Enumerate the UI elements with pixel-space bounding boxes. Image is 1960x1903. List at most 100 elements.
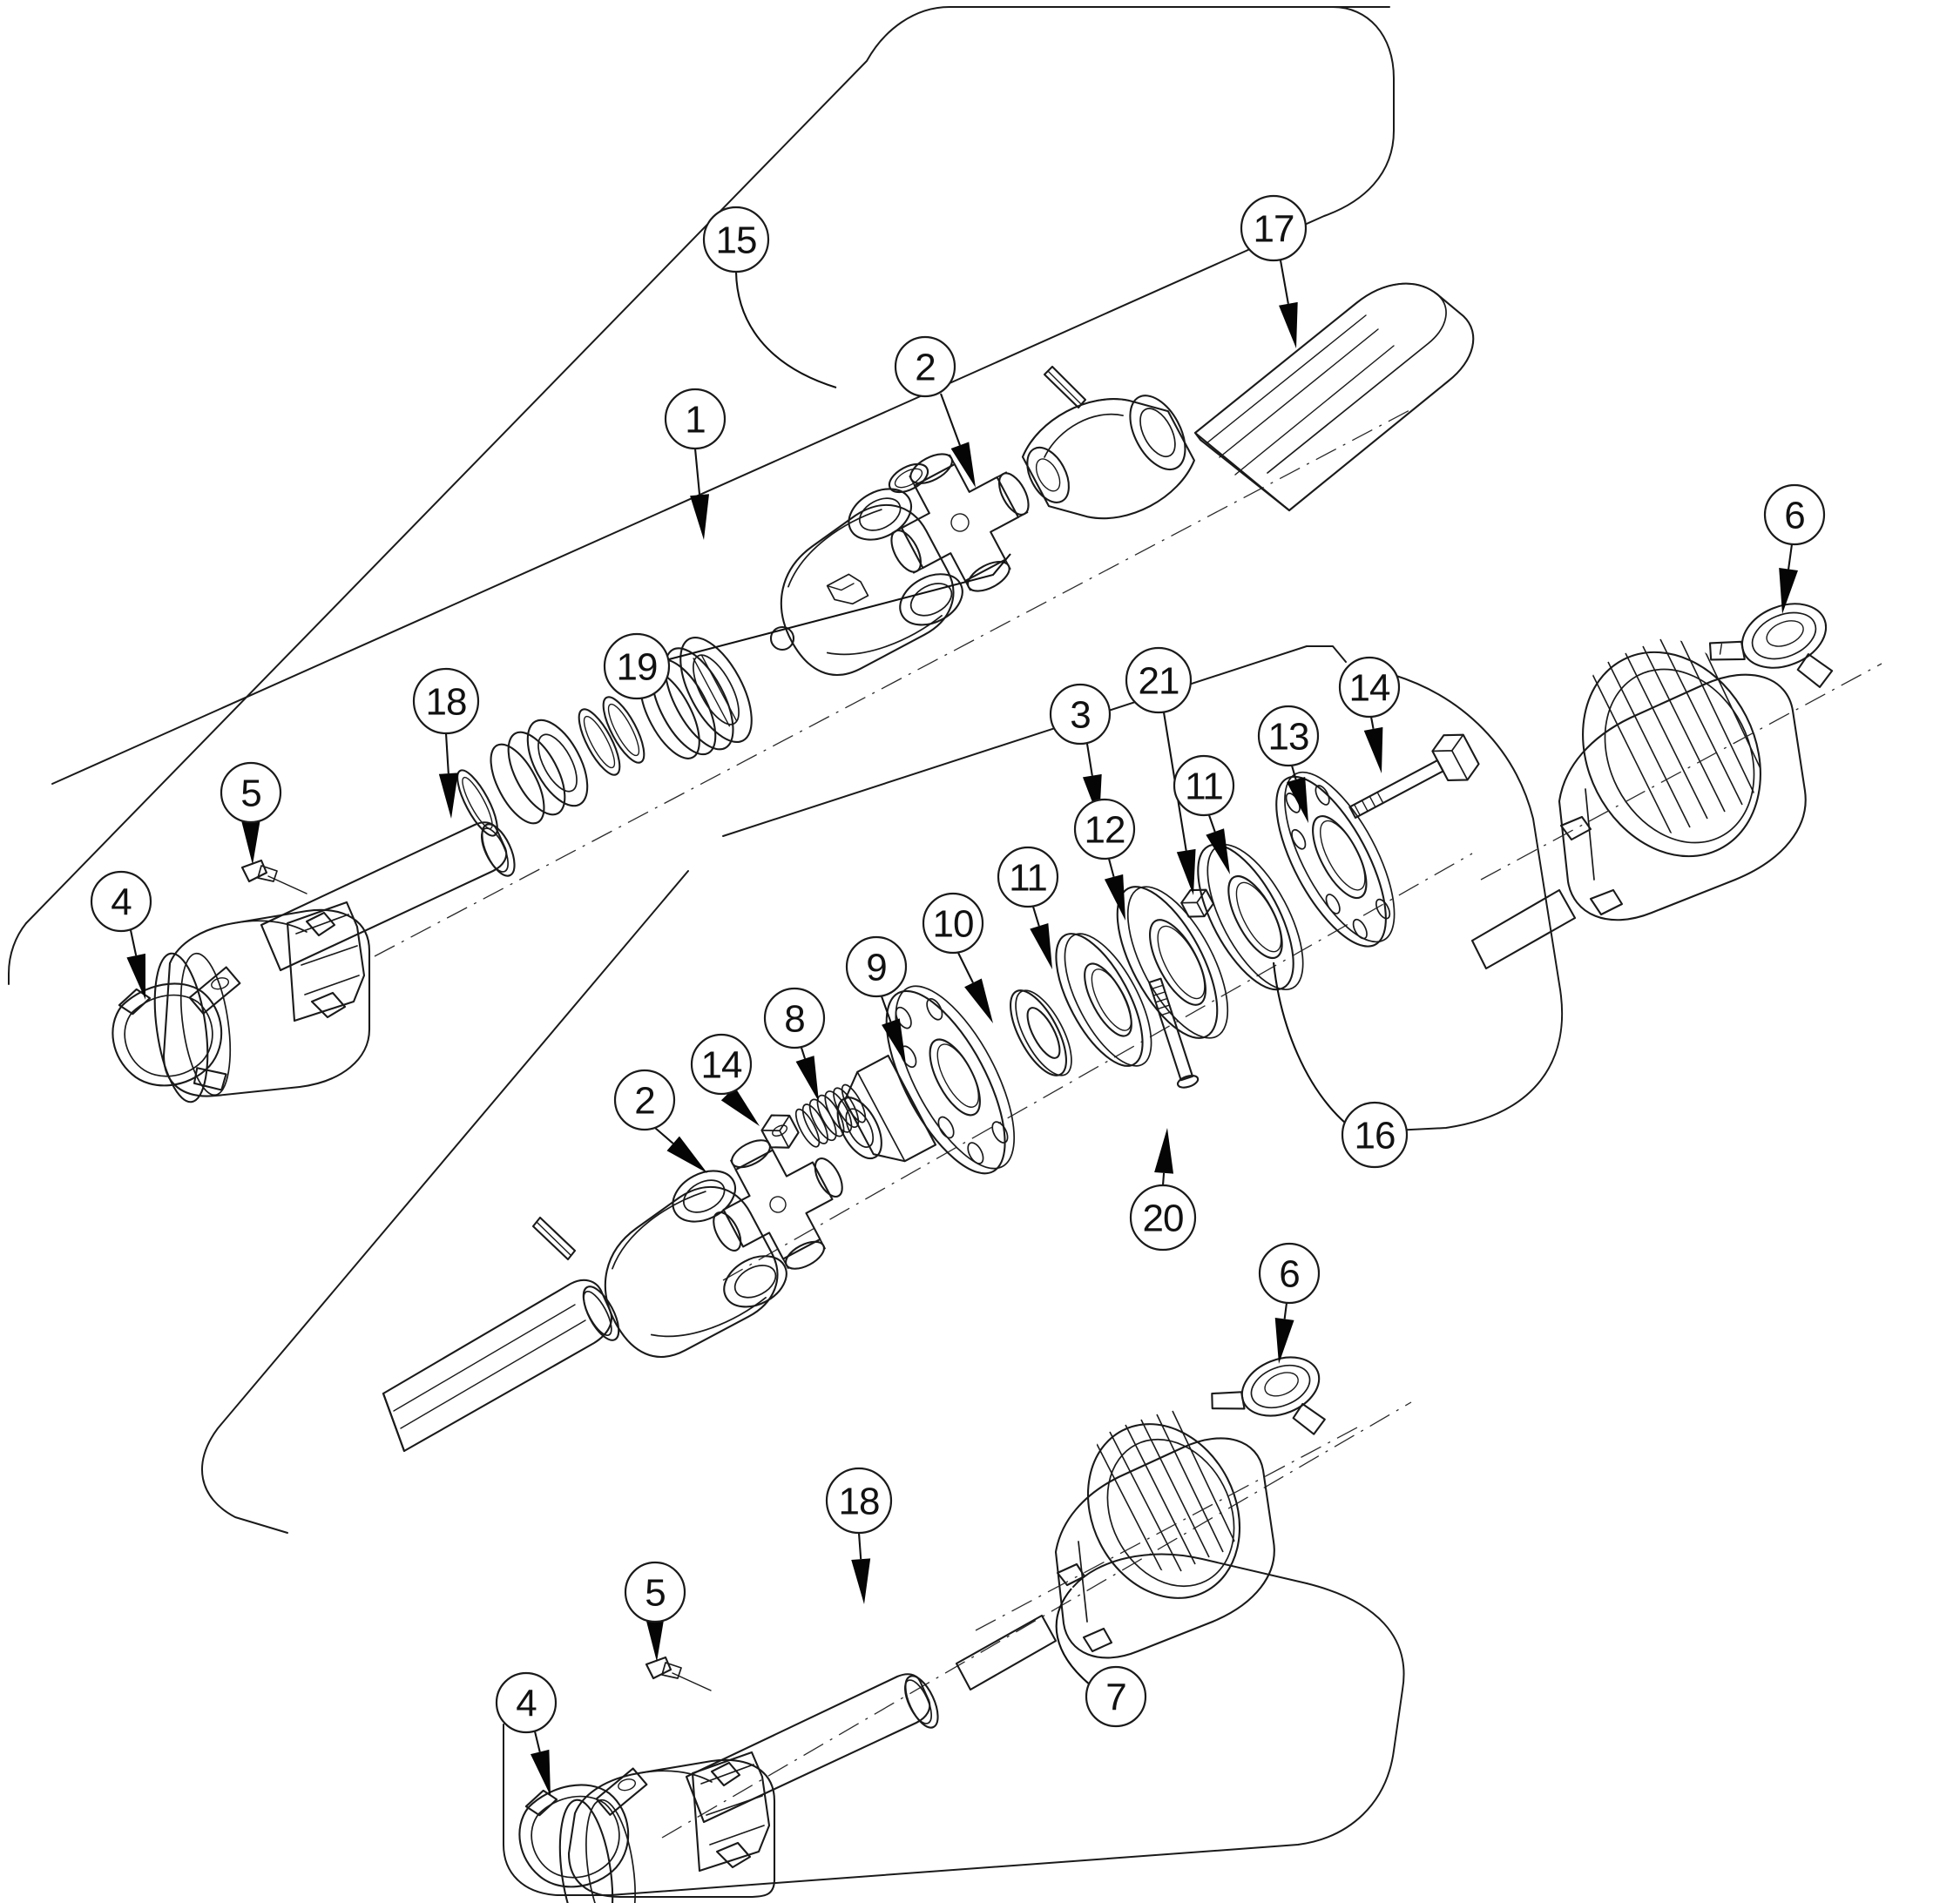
balloon-number: 16 [1355,1115,1396,1157]
callout-balloon-5[interactable]: 5 [624,1561,686,1662]
callout-balloon-9[interactable]: 9 [845,935,908,1064]
balloon-number: 12 [1085,809,1125,852]
balloon-circle [624,1561,686,1623]
balloon-number: 17 [1254,208,1294,251]
balloon-circle [1240,194,1308,262]
part-6-bearing-ring-clip-upper [1708,603,1834,688]
balloon-circle [1173,754,1235,817]
balloon-circle [1049,683,1112,746]
part-10-thin-washer [1010,989,1072,1076]
callout-balloon-7[interactable]: 7 [1055,1588,1147,1728]
part-guard-cone-upper-right [1480,630,1882,921]
balloon-circle [894,335,956,398]
balloon-number: 2 [634,1080,654,1123]
part-upper-shaft-tube [1470,888,1577,970]
callout-balloon-1[interactable]: 1 [664,388,727,540]
callout-balloon-16[interactable]: 16 [1272,962,1409,1169]
callout-balloon-20[interactable]: 20 [1129,1128,1197,1252]
part-lower-shaft-tube [955,1614,1058,1691]
balloon-number: 7 [1105,1677,1125,1719]
balloon-number: 11 [1185,766,1223,808]
balloon-number: 3 [1070,694,1090,737]
balloon-number: 2 [915,347,935,389]
balloon-circle [1125,646,1193,714]
callout-balloon-3[interactable]: 3 [1049,683,1112,820]
balloon-number: 20 [1143,1198,1184,1240]
balloon-number: 15 [716,219,757,262]
callout-balloon-15[interactable]: 15 [702,206,837,389]
middle-assembly-boundary [201,645,1564,1534]
callout-balloon-14[interactable]: 14 [690,1033,760,1126]
part-5-screw-lower [645,1656,712,1691]
balloon-circle [825,1467,893,1535]
balloon-number: 4 [516,1683,537,1725]
part-1-yoke-assembly [769,488,963,676]
balloon-number: 9 [866,947,886,989]
callout-balloon-17[interactable]: 17 [1240,194,1308,348]
part-guard-cone-upper [153,901,371,1103]
callout-balloon-4[interactable]: 4 [90,870,152,1000]
part-20-threaded-stud [1148,977,1200,1089]
callout-balloon-11[interactable]: 11 [1173,754,1235,874]
part-14-hex-bolt [1348,733,1480,819]
balloon-circle [1257,705,1320,767]
callout-balloon-6[interactable]: 6 [1258,1242,1321,1364]
balloon-number: 10 [933,903,974,946]
callout-balloon-8[interactable]: 8 [763,987,826,1102]
part-roll-pin-upper [1043,365,1087,409]
callout-balloon-18[interactable]: 18 [412,667,480,819]
balloon-circle [1085,1665,1147,1728]
balloon-number: 5 [645,1572,665,1615]
balloon-circle [1338,656,1401,719]
part-4-guard-retaining-clip-lower [518,1767,648,1888]
balloon-circle [702,206,770,273]
callout-balloon-10[interactable]: 10 [922,892,993,1023]
part-18-guard-tube-upper [260,821,516,972]
callout-balloon-5[interactable]: 5 [220,761,282,865]
part-splined-shaft-middle [382,1279,620,1453]
part-12-clutch-plate [1116,886,1229,1039]
part-18-guard-tube-lower [685,1673,939,1824]
balloon-number: 5 [240,773,260,815]
balloon-circle [664,388,727,450]
balloon-circle [495,1671,558,1734]
callout-balloon-11[interactable]: 11 [997,846,1059,969]
balloon-circle [1341,1101,1409,1169]
part-21-bolt-head [1180,888,1214,918]
callout-balloon-18[interactable]: 18 [825,1467,893,1604]
callout-balloon-2[interactable]: 2 [894,335,976,488]
part-11-friction-disc-first [1055,933,1152,1067]
part-19-bellows-and-rings [456,636,753,837]
balloon-number: 18 [426,681,467,724]
balloon-circle [90,870,152,933]
balloon-number: 21 [1139,660,1179,703]
callout-balloon-6[interactable]: 6 [1763,483,1826,614]
balloon-number: 4 [111,881,132,924]
part-roll-pin-middle [531,1216,577,1261]
part-17-splined-shaft [1193,282,1475,512]
balloon-number: 6 [1279,1253,1299,1296]
balloon-circle [1258,1242,1321,1305]
callout-balloon-13[interactable]: 13 [1257,705,1320,823]
balloon-number: 11 [1009,857,1047,900]
callout-balloon-2[interactable]: 2 [613,1069,707,1173]
balloon-number: 6 [1784,495,1804,537]
balloon-circle [690,1033,753,1096]
balloon-circle [613,1069,676,1131]
part-9-flange-hub [836,985,1016,1175]
balloon-circle [1129,1184,1197,1252]
balloon-number: 14 [701,1044,742,1087]
callout-balloon-14[interactable]: 14 [1338,656,1401,773]
callout-balloon-19[interactable]: 19 [603,553,1011,700]
callout-balloon-12[interactable]: 12 [1073,798,1136,921]
balloon-number: 13 [1268,716,1309,759]
part-guard-cone-lower-right [975,1410,1360,1659]
balloon-circle [763,987,826,1049]
part-guard-cone-lower [558,1751,776,1903]
part-6-bearing-ring-clip-lower [1211,1356,1326,1435]
callout-balloon-4[interactable]: 4 [495,1671,558,1796]
upper-assembly-boundary [8,6,1395,985]
balloon-circle [922,892,984,955]
balloon-circle [220,761,282,824]
